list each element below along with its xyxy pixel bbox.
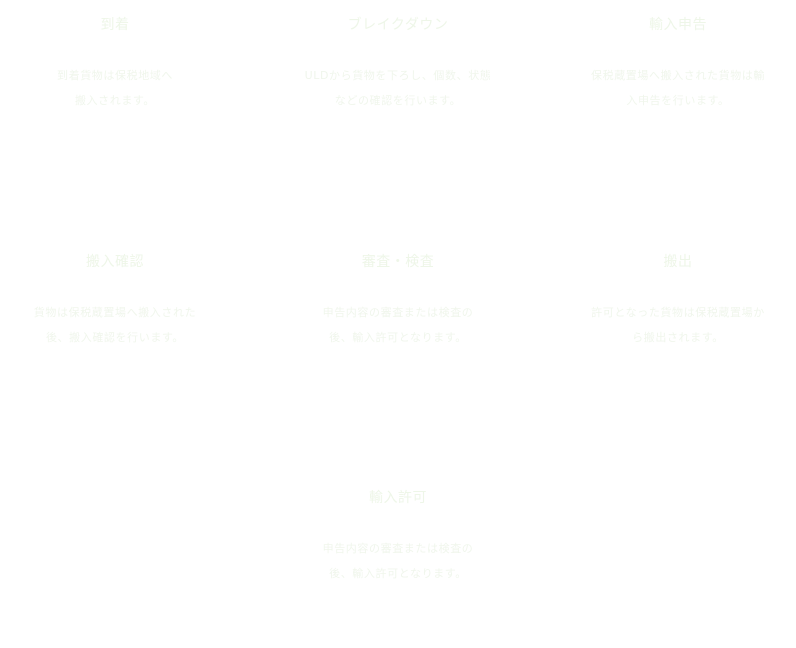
step-description-line: 後、搬入確認を行います。 <box>45 331 185 344</box>
step-description-line: 入申告を行います。 <box>626 94 730 107</box>
flow-step-import-declaration: 輸入申告 保税蔵置場へ搬入された貨物は輸 入申告を行います。 <box>578 15 778 113</box>
step-description: 申告内容の審査または検査の 後、輸入許可となります。 <box>298 536 498 586</box>
flow-step-breakdown: ブレイクダウン ULDから貨物を下ろし、個数、状態 などの確認を行います。 <box>298 15 498 113</box>
flow-step-arrival: 到着 到着貨物は保税地域へ 搬入されます。 <box>15 15 215 113</box>
step-description: 保税蔵置場へ搬入された貨物は輸 入申告を行います。 <box>578 63 778 113</box>
step-description: 許可となった貨物は保税蔵置場か ら搬出されます。 <box>578 300 778 350</box>
step-title: 搬出 <box>663 254 693 270</box>
step-description-line: 申告内容の審査または検査の <box>322 542 474 555</box>
step-description: 申告内容の審査または検査の 後、輸入許可となります。 <box>298 300 498 350</box>
flow-step-import-permit: 輸入許可 申告内容の審査または検査の 後、輸入許可となります。 <box>298 488 498 586</box>
step-description-line: 搬入されます。 <box>74 94 156 107</box>
step-description-line: 許可となった貨物は保税蔵置場か <box>591 306 765 319</box>
step-description-line: ULDから貨物を下ろし、個数、状態 <box>304 69 492 82</box>
step-title: 審査・検査 <box>361 254 435 270</box>
step-description-line: 到着貨物は保税地域へ <box>57 69 173 82</box>
step-description: 貨物は保税蔵置場へ搬入された 後、搬入確認を行います。 <box>15 300 215 350</box>
flow-step-inspection: 審査・検査 申告内容の審査または検査の 後、輸入許可となります。 <box>298 252 498 350</box>
step-description-line: ら搬出されます。 <box>632 331 724 344</box>
step-title: ブレイクダウン <box>347 17 449 33</box>
step-title: 搬入確認 <box>86 254 144 270</box>
flow-step-receipt-check: 搬入確認 貨物は保税蔵置場へ搬入された 後、搬入確認を行います。 <box>15 252 215 350</box>
step-description-line: 後、輸入許可となります。 <box>329 567 467 580</box>
step-description-line: 申告内容の審査または検査の <box>322 306 474 319</box>
step-description: 到着貨物は保税地域へ 搬入されます。 <box>15 63 215 113</box>
step-description-line: 貨物は保税蔵置場へ搬入された <box>33 306 197 319</box>
step-description-line: 保税蔵置場へ搬入された貨物は輸 <box>591 69 765 82</box>
step-description-line: 後、輸入許可となります。 <box>329 331 467 344</box>
step-description: ULDから貨物を下ろし、個数、状態 などの確認を行います。 <box>298 63 498 113</box>
flow-step-dispatch: 搬出 許可となった貨物は保税蔵置場か ら搬出されます。 <box>578 252 778 350</box>
step-title: 輸入許可 <box>369 490 427 506</box>
step-title: 輸入申告 <box>649 17 707 33</box>
step-description-line: などの確認を行います。 <box>334 94 462 107</box>
step-title: 到着 <box>100 17 130 33</box>
